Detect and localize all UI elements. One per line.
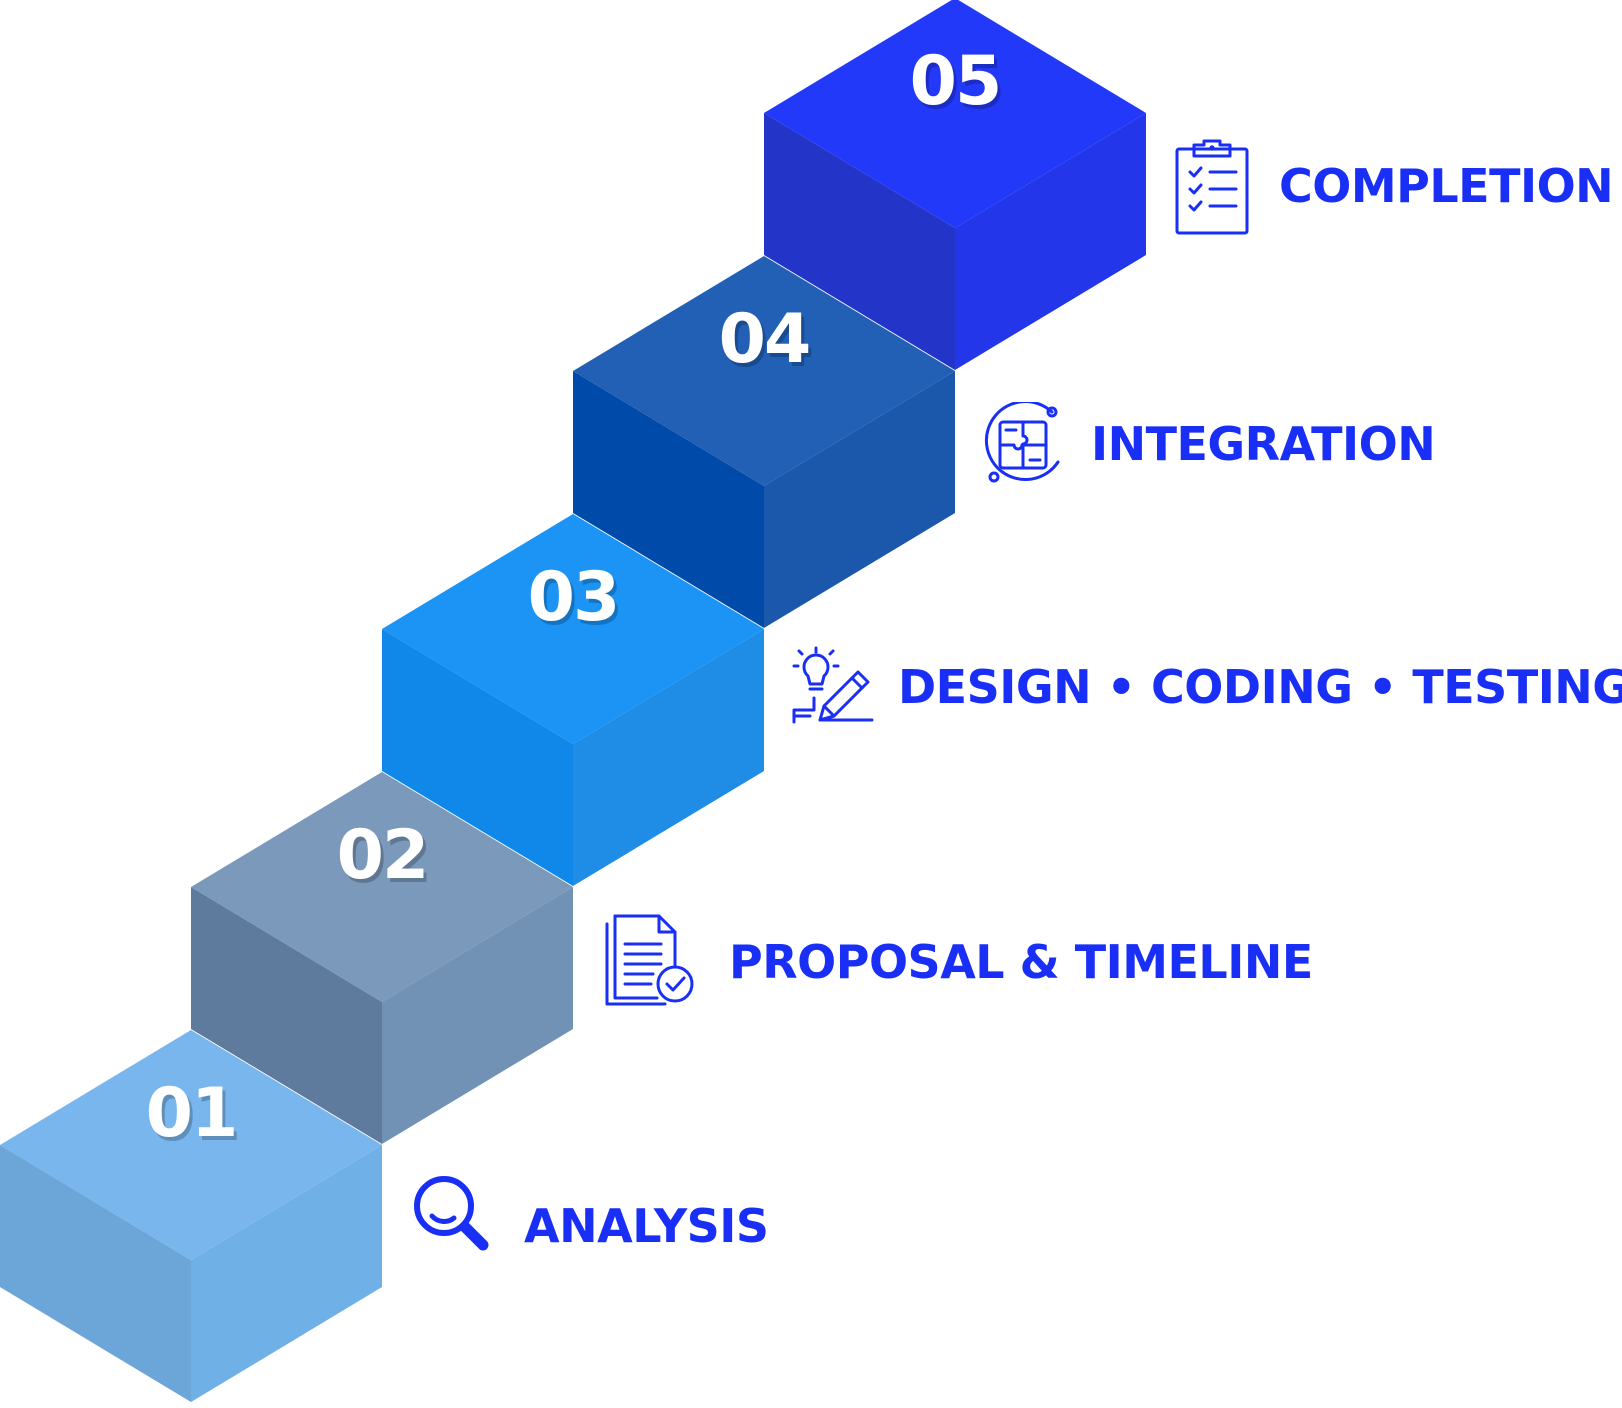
- step-3-left-face: [382, 629, 573, 886]
- step-5-left-face: [764, 113, 955, 370]
- step-1-number-shadow: 01: [149, 1078, 240, 1157]
- step-5-number: 05: [910, 42, 1001, 121]
- step-2-number: 02: [337, 816, 428, 895]
- step-5-right-face: [955, 113, 1146, 370]
- idea-pencil-icon: [792, 646, 874, 724]
- clipboard-checklist-icon: [1175, 139, 1249, 235]
- step-5-number-shadow: 05: [913, 46, 1004, 125]
- step-1-number: 01: [146, 1074, 237, 1153]
- step-5-label: COMPLETION: [1279, 159, 1614, 213]
- step-3-top-face: [382, 514, 764, 744]
- step-3-right-face: [573, 629, 764, 886]
- step-1-top-face: [0, 1030, 382, 1260]
- magnifier-icon: [414, 1176, 489, 1251]
- step-4-left-face: [573, 371, 764, 628]
- step-3-number: 03: [528, 558, 619, 637]
- step-2-number-shadow: 02: [340, 820, 431, 899]
- step-4-number: 04: [719, 300, 810, 379]
- step-1-right-face: [191, 1145, 382, 1402]
- step-1-label: ANALYSIS: [524, 1199, 769, 1253]
- step-4-top-face: [573, 256, 955, 486]
- step-4-label: INTEGRATION: [1091, 417, 1436, 471]
- step-3-label: DESIGN • CODING • TESTING: [898, 660, 1622, 714]
- step-2-label: PROPOSAL & TIMELINE: [729, 935, 1313, 989]
- step-2-right-face: [382, 887, 573, 1144]
- step-4-number-shadow: 04: [722, 304, 813, 383]
- document-check-icon: [605, 914, 694, 1006]
- step-4-right-face: [764, 371, 955, 628]
- puzzle-icon: [984, 402, 1060, 483]
- step-5-top-face: [764, 0, 1146, 228]
- step-3-number-shadow: 03: [531, 562, 622, 641]
- step-2-top-face: [191, 772, 573, 1002]
- step-1-left-face: [0, 1145, 191, 1402]
- step-2-left-face: [191, 887, 382, 1144]
